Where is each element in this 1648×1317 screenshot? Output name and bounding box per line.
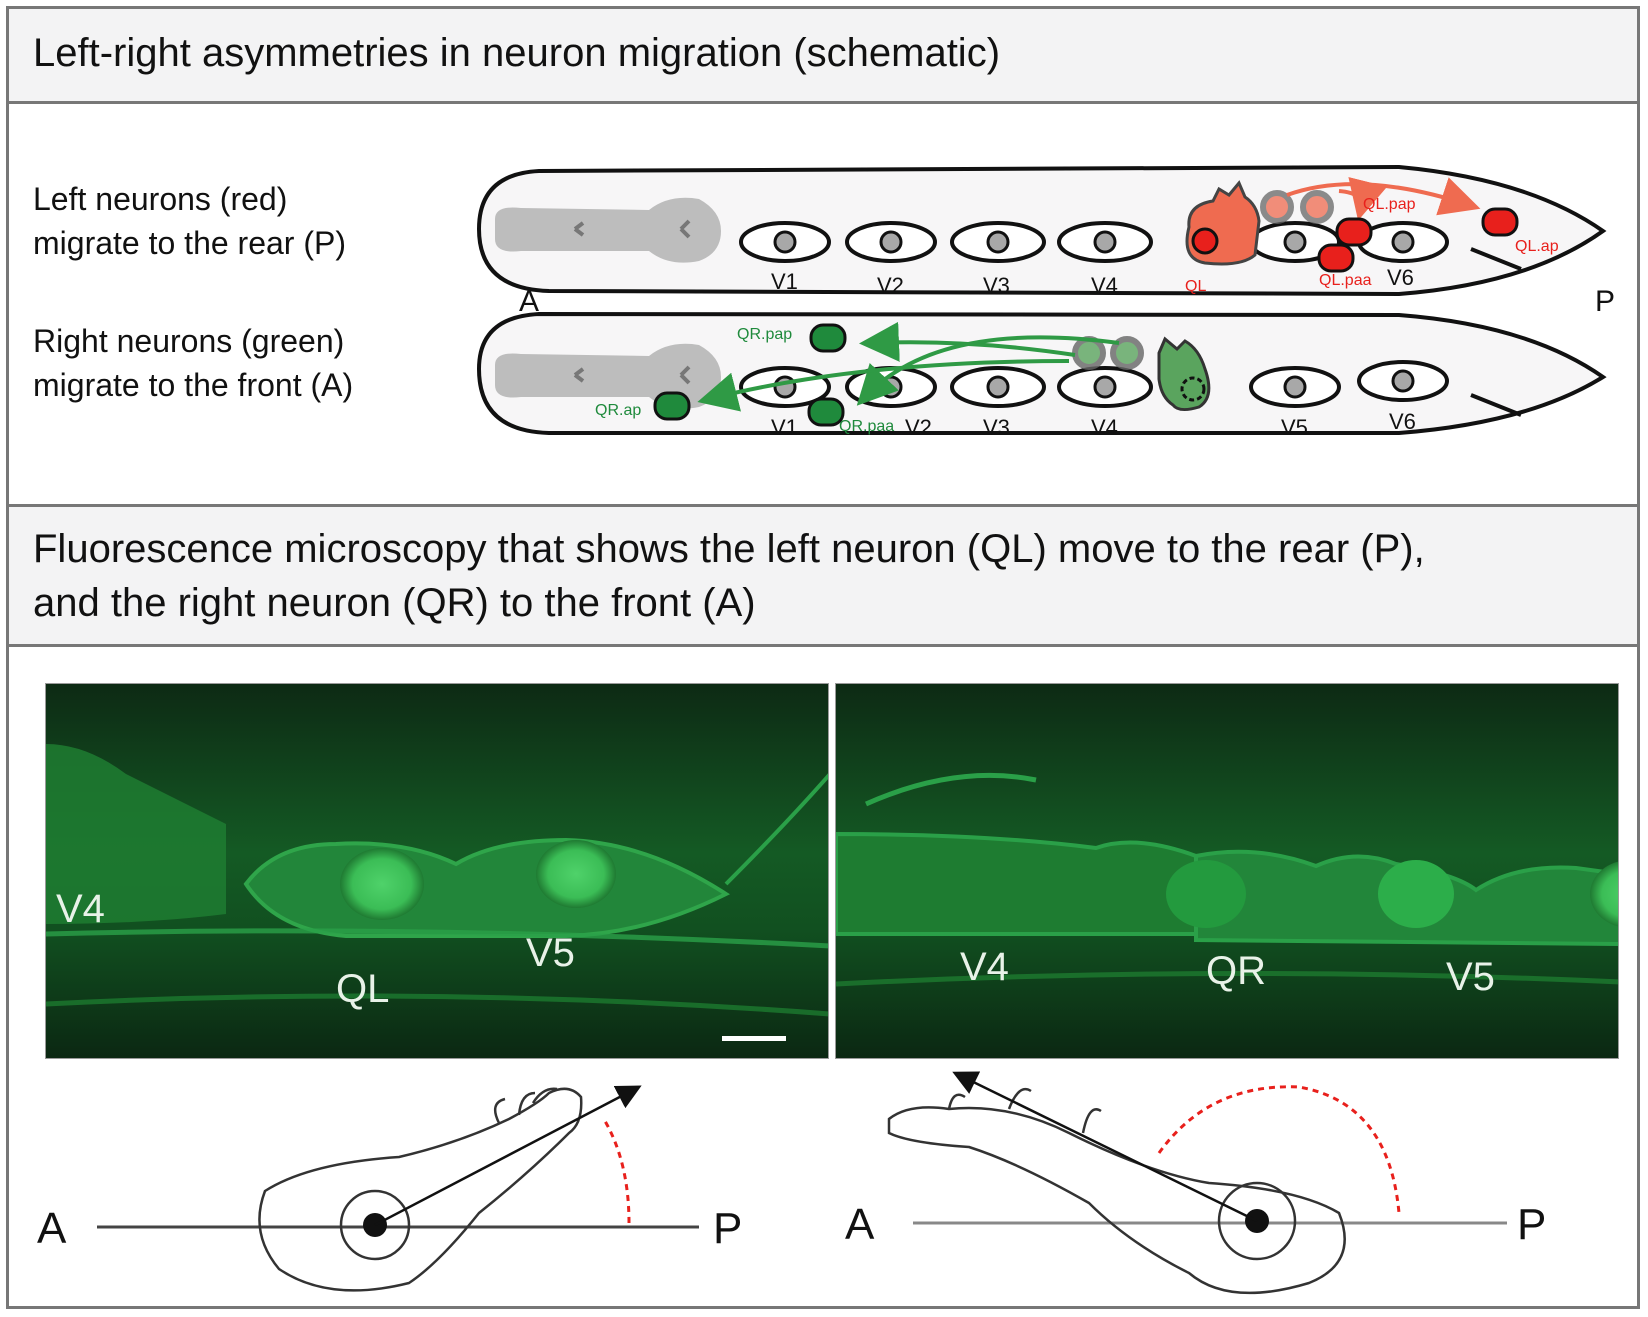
worm1-label-QLpap: QL.pap (1363, 196, 1416, 213)
left-neurons-label-line2: migrate to the rear (P) (33, 225, 346, 261)
micro-right-label-V5: V5 (1446, 955, 1495, 999)
left-neurons-label: Left neurons (red) migrate to the rear (… (33, 177, 346, 265)
panel2-title-line2: and the right neuron (QR) to the front (… (33, 581, 756, 625)
sketch-right: A P (845, 1071, 1546, 1295)
sketch-right-A: A (845, 1200, 875, 1249)
right-neurons-label-line2: migrate to the front (A) (33, 367, 354, 403)
worm2-label-V1: V1 (771, 415, 798, 440)
panel2-header: Fluorescence microscopy that shows the l… (9, 507, 1637, 647)
panel-separator (9, 504, 1637, 507)
right-neurons-label: Right neurons (green) migrate to the fro… (33, 319, 353, 407)
microscopy-image-left: V4 QL V5 (45, 683, 829, 1059)
micro-left-label-V5: V5 (526, 931, 575, 975)
sketch-left-P: P (713, 1204, 742, 1253)
worm2-label-QRap: QR.ap (595, 402, 641, 419)
micro-left-label-QL: QL (336, 967, 389, 1011)
worm1-label-V4: V4 (1091, 273, 1118, 298)
sketch-left-A: A (37, 1204, 67, 1253)
worm1-label-V1: V1 (771, 269, 798, 294)
worm1-label-V2: V2 (877, 273, 904, 298)
worm1-label-V3: V3 (983, 273, 1010, 298)
panel1-title: Left-right asymmetries in neuron migrati… (33, 31, 1001, 75)
worm2-label-V2: V2 (905, 415, 932, 440)
micro-right-label-V4: V4 (960, 945, 1009, 989)
worm2-label-QRpaa: QR.paa (839, 418, 894, 435)
worm1-label-QL: QL (1185, 278, 1206, 295)
worm2-label-V5: V5 (1281, 415, 1308, 440)
panel1-header: Left-right asymmetries in neuron migrati… (9, 9, 1637, 104)
axis-posterior-label: P (1595, 285, 1615, 318)
microscopy-image-right: V4 QR V5 (835, 683, 1619, 1059)
worm-left-side: V1 V2 V3 V4 V6 QL QL.pap QL.ap QL.paa (476, 164, 1607, 298)
figure-frame: Left-right asymmetries in neuron migrati… (6, 6, 1640, 1309)
sketch-left: A P (37, 1085, 742, 1292)
QR-cell (1157, 336, 1211, 412)
worm1-label-V6: V6 (1387, 265, 1414, 290)
worm1-label-QLpaa: QL.paa (1319, 272, 1372, 289)
micro-right-label-QR: QR (1206, 949, 1266, 993)
worm2-label-V4: V4 (1091, 415, 1118, 440)
panel2-title-line1: Fluorescence microscopy that shows the l… (33, 527, 1425, 571)
worm2-label-V6: V6 (1389, 409, 1416, 434)
sketch-right-P: P (1517, 1200, 1546, 1249)
right-neurons-label-line1: Right neurons (green) (33, 323, 345, 359)
pharynx-shape (495, 197, 721, 263)
worm2-label-V3: V3 (983, 415, 1010, 440)
cell-migration-sketches: A P A P (37, 1071, 1546, 1295)
worm-schematic: V1 V2 V3 V4 V6 QL QL.pap QL.ap QL.paa A … (476, 164, 1615, 440)
worm-right-side: V1 V2 V3 V4 V5 V6 QR.pap QR.ap QR.paa (476, 311, 1607, 440)
worm1-label-QLap: QL.ap (1515, 238, 1559, 255)
worm2-label-QRpap: QR.pap (737, 326, 792, 343)
axis-anterior-label: A (519, 285, 539, 318)
scale-bar (722, 1036, 786, 1041)
micro-left-label-V4: V4 (56, 887, 105, 931)
left-neurons-label-line1: Left neurons (red) (33, 181, 288, 217)
